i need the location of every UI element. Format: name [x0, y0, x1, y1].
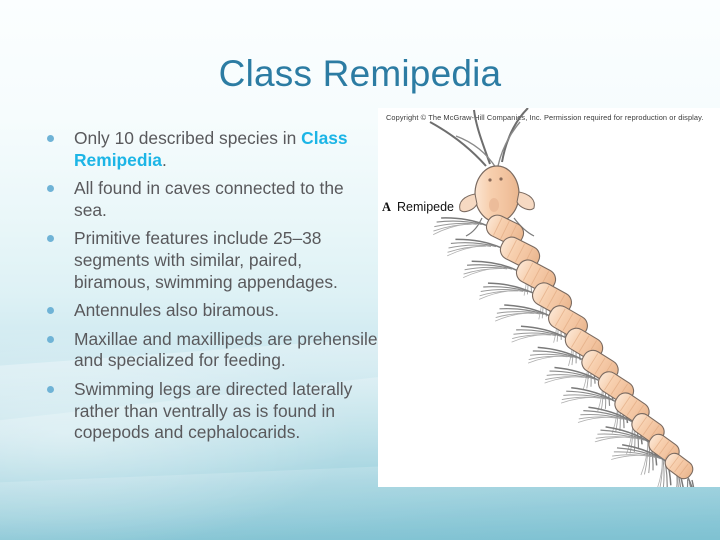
bullet-dot-icon — [47, 385, 54, 393]
list-item-text: Maxillae and maxillipeds are prehensile … — [74, 328, 378, 371]
bullet-dot-icon — [47, 307, 54, 315]
bullet-dot-icon — [47, 135, 54, 142]
list-item: All found in caves connected to the sea. — [26, 178, 378, 221]
list-item-text: Swimming legs are directed laterally rat… — [74, 378, 353, 443]
antennae-group — [429, 108, 529, 169]
remipede-illustration — [428, 108, 716, 487]
figure-label: A Remipede — [382, 200, 454, 215]
figure-label-letter: A — [382, 200, 392, 214]
list-item-text: Only 10 described species in — [74, 128, 302, 148]
figure-panel: Copyright © The McGraw-Hill Companies, I… — [378, 108, 720, 487]
list-item: Only 10 described species in Class Remip… — [26, 128, 378, 171]
list-item: Swimming legs are directed laterally rat… — [26, 379, 378, 444]
page-title: Class Remipedia — [218, 53, 502, 94]
list-item-text-post: . — [161, 149, 167, 170]
bullet-list: Only 10 described species in Class Remip… — [26, 128, 378, 451]
list-item: Antennules also biramous. — [26, 300, 378, 322]
body-segments-group — [428, 199, 716, 487]
head-group — [459, 165, 535, 237]
bullet-dot-icon — [47, 185, 54, 193]
list-item: Maxillae and maxillipeds are prehensile … — [26, 329, 378, 372]
bullet-dot-icon — [47, 235, 54, 243]
list-item-text: Antennules also biramous. — [74, 300, 279, 321]
list-item-text: Primitive features include 25–38 segment… — [74, 228, 338, 292]
bullet-dot-icon — [47, 335, 54, 343]
copyright-notice: Copyright © The McGraw-Hill Companies, I… — [386, 113, 704, 122]
list-item-emphasis: Class Remipedia — [74, 128, 348, 170]
figure-label-name: Remipede — [397, 200, 455, 214]
list-item-text: All found in caves connected to the sea. — [74, 178, 344, 220]
list-item: Primitive features include 25–38 segment… — [26, 228, 378, 293]
